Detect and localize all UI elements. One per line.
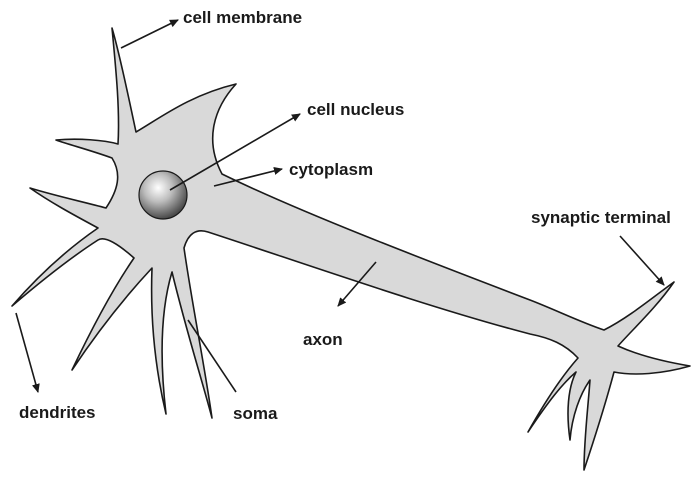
label-dendrites: dendrites [19,404,96,421]
neuron-cell-body [12,28,690,470]
label-soma: soma [233,405,277,422]
cell-nucleus-shape [139,171,187,219]
label-synaptic-terminal: synaptic terminal [531,209,671,226]
arrow-synaptic-terminal [620,236,664,285]
label-axon: axon [303,331,343,348]
label-cell-nucleus: cell nucleus [307,101,404,118]
label-cytoplasm: cytoplasm [289,161,373,178]
arrow-dendrites [16,313,38,392]
arrow-cell-membrane [121,20,178,48]
label-cell-membrane: cell membrane [183,9,302,26]
